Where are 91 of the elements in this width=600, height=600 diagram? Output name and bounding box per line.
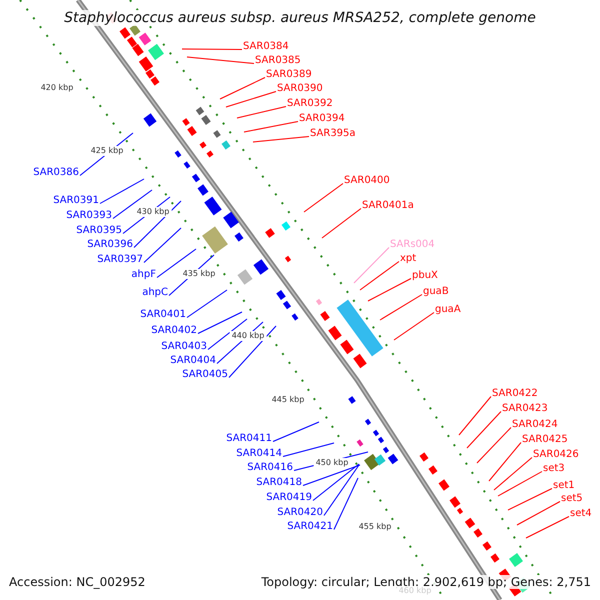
leader-line (380, 294, 422, 320)
leader-line (312, 464, 360, 501)
scale-label: 445 kbp (270, 395, 306, 405)
leader-line (324, 464, 360, 516)
leader-line (236, 106, 286, 118)
gene-label: SAR0384 (243, 42, 289, 52)
leader-line (476, 427, 512, 464)
leader-line (488, 442, 522, 482)
gene-label: SAR0416 (247, 463, 293, 473)
title: Staphylococcus aureus subsp. aureus MRSA252, complete genome (62, 10, 538, 26)
gene-label: SAR0419 (266, 493, 312, 503)
leader-line (508, 488, 552, 510)
gene-label: ahpC (142, 288, 168, 298)
leader-line (144, 228, 182, 263)
gene-label: SAR0400 (344, 176, 390, 186)
scale-label: 420 kbp (38, 83, 76, 93)
leader-line (226, 91, 276, 108)
gene-label: SAR0423 (502, 404, 548, 414)
leader-line (252, 136, 310, 142)
gene-label: SAR0390 (277, 84, 323, 94)
gene-label: SAR0425 (522, 435, 568, 445)
leader-line (302, 464, 360, 486)
gene-label: SAR0395 (76, 226, 122, 236)
scale-label: 435 kbp (180, 269, 218, 279)
leader-line (394, 312, 434, 340)
gene-label: SAR0386 (33, 168, 79, 178)
gene-label: SAR0418 (256, 478, 302, 488)
accession-text: Accession: NC_002952 (9, 576, 146, 588)
gene-label: SAR0401 (140, 310, 186, 320)
leader-line (272, 422, 320, 442)
gene-label: SAR0397 (97, 255, 143, 265)
leader-line (186, 56, 254, 64)
gene-label: SAR0420 (277, 508, 323, 518)
gene-label: SAR0414 (236, 449, 282, 459)
gene-label: SAR0402 (151, 326, 197, 336)
gene-label: SAR0404 (170, 356, 216, 366)
gene-label: ahpF (131, 270, 156, 280)
leader-line (458, 396, 492, 436)
leader-line (134, 200, 182, 248)
leader-line (208, 318, 248, 350)
gene-label: SAR0396 (87, 240, 133, 250)
gene-label: SAR0405 (182, 370, 228, 380)
leader-line (228, 326, 276, 378)
leader-line (182, 48, 242, 50)
gene-label: SAR0411 (226, 434, 272, 444)
leader-line (100, 178, 144, 204)
gene-label: set5 (561, 494, 583, 504)
gene-label: set4 (570, 509, 592, 519)
leader-line (322, 208, 362, 238)
leader-line (156, 248, 196, 278)
leader-line (334, 478, 358, 530)
scale-label: 440 kbp (230, 331, 266, 341)
gene-label: xpt (400, 254, 416, 264)
gene-label: SAR0422 (492, 389, 538, 399)
scale-label: 430 kbp (134, 207, 172, 217)
scale-label: 450 kbp (314, 458, 350, 468)
leader-line (526, 516, 570, 538)
gene-label: SAR0393 (66, 211, 112, 221)
gene-label: set1 (553, 481, 575, 491)
leader-line (498, 471, 542, 496)
leader-line (360, 261, 400, 290)
leader-line (354, 247, 390, 284)
gene-label: SAR0385 (255, 56, 301, 66)
leader-line (494, 457, 532, 490)
gene-label: SAR0392 (287, 99, 333, 109)
scale-label: 425 kbp (88, 146, 126, 156)
leader-line (112, 190, 152, 219)
scale-label: 455 kbp (356, 522, 394, 532)
leader-line (466, 411, 502, 448)
gene-label: SAR395a (310, 129, 356, 139)
gene-label: SAR0421 (287, 522, 333, 532)
gene-label: SAR0401a (362, 201, 414, 211)
gene-label: SAR0391 (53, 196, 99, 206)
leader-line (282, 442, 334, 457)
leader-line (368, 278, 412, 302)
leader-line (516, 501, 560, 526)
gene-label: guaB (423, 287, 449, 297)
gene-label: set3 (543, 464, 565, 474)
leader-line (304, 183, 344, 212)
gene-label: SAR0424 (512, 420, 558, 430)
gene-label: SAR0403 (161, 342, 207, 352)
gene-label: SAR0389 (266, 70, 312, 80)
gene-label: SAR0426 (533, 450, 579, 460)
leader-line (198, 312, 242, 334)
gene-label: SAR0394 (299, 114, 345, 124)
leader-line (186, 290, 228, 318)
gene-label: pbuX (412, 271, 438, 281)
leader-line (244, 121, 298, 132)
leader-line (220, 77, 266, 100)
gene-label: SARs004 (390, 240, 435, 250)
gene-label: guaA (435, 305, 461, 315)
